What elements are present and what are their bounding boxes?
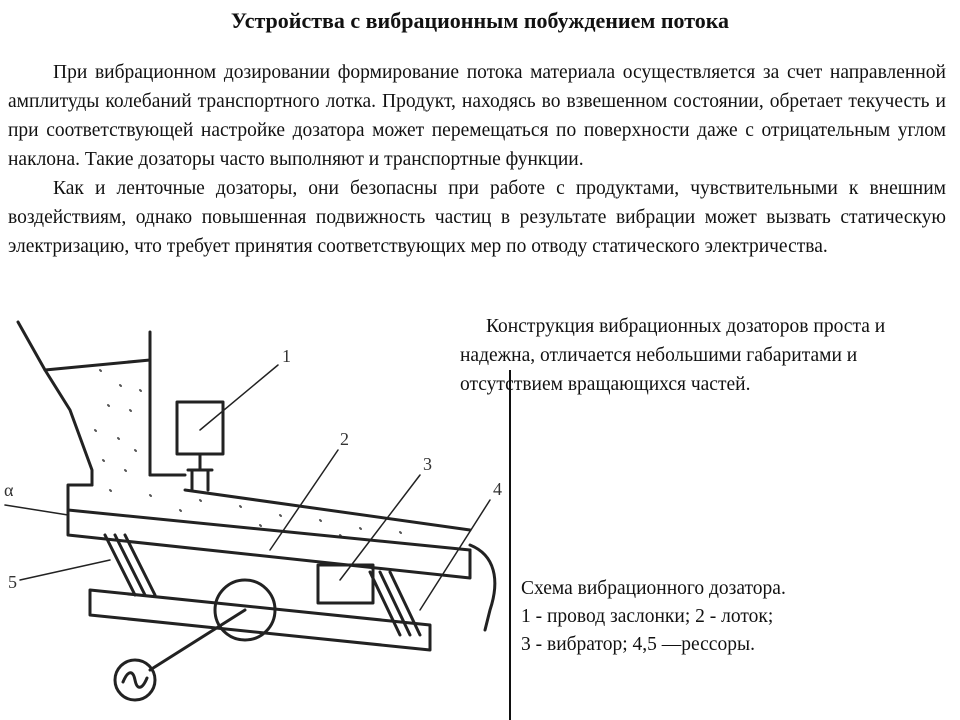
label-4: 4 [493,479,502,499]
label-2: 2 [340,429,349,449]
valve-box [175,400,225,492]
label-1: 1 [282,346,291,366]
paragraph-2: Как и ленточные дозаторы, они безопасны … [8,178,946,257]
label-alpha: α [4,480,14,500]
main-text: При вибрационном дозировании формировани… [8,58,946,261]
divider-line [509,370,511,720]
tray [66,488,497,632]
spring-left [103,533,157,597]
material-particles [94,369,402,537]
vibratory-feeder-diagram: 1 2 3 4 5 α [4,320,502,702]
caption-line-3: 3 - вибратор; 4,5 —рессоры. [521,634,755,655]
label-3: 3 [423,454,432,474]
hopper [16,320,187,517]
label-5: 5 [8,572,17,592]
side-text: Конструкция вибрационных дозаторов прост… [460,312,920,399]
paragraph-1: При вибрационном дозировании формировани… [8,62,946,170]
spring-right [368,570,422,637]
vibrator-block [316,563,375,605]
side-paragraph: Конструкция вибрационных дозаторов прост… [460,316,886,395]
figure-caption: Схема вибрационного дозатора. 1 - провод… [521,575,786,659]
page-title: Устройства с вибрационным побуждением по… [230,8,730,33]
base-frame [88,578,432,702]
caption-line-2: 1 - провод заслонки; 2 - лоток; [521,606,774,627]
leader-lines [4,364,491,611]
caption-line-1: Схема вибрационного дозатора. [521,578,786,599]
